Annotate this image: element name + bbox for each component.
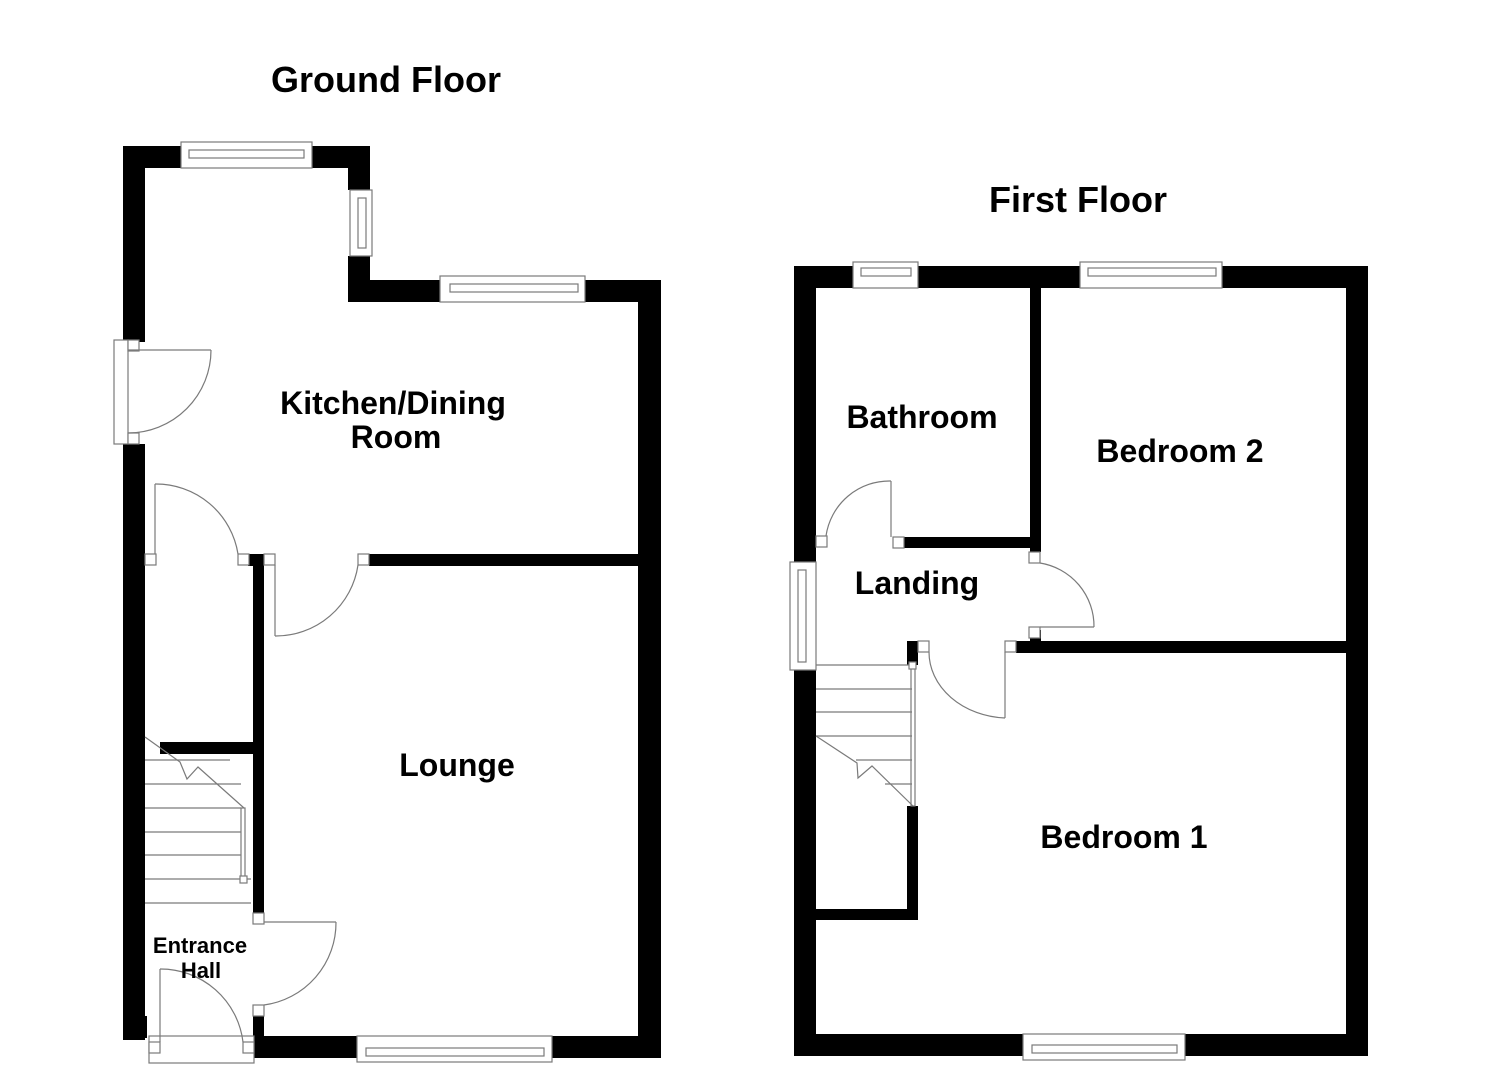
ground-window-top [180, 141, 313, 169]
kitchen-side-door [113, 339, 212, 445]
room-label-lounge: Lounge [399, 747, 515, 783]
bedroom2-door [1028, 551, 1095, 639]
room-label-entrance-hall: Entrance [153, 933, 247, 958]
room-label-kitchen-dining: Kitchen/Dining [280, 385, 506, 421]
front-door [148, 968, 255, 1064]
ground-window-step [349, 189, 373, 257]
lounge-to-kitchen-door [263, 553, 370, 637]
first-staircase [815, 661, 917, 807]
room-label-entrance-hall-line2: Hall [181, 958, 221, 983]
room-label-landing: Landing [855, 565, 979, 601]
hall-to-kitchen-door [144, 483, 250, 566]
first-floor-plan: First Floor [789, 179, 1368, 1061]
room-label-bathroom: Bathroom [846, 399, 997, 435]
bedroom1-door [917, 640, 1017, 719]
ground-window-lounge [356, 1035, 553, 1063]
room-label-bedroom-1: Bedroom 1 [1040, 819, 1207, 855]
ground-floor-plan: Ground Floor [113, 59, 661, 1064]
room-label-kitchen-dining-line2: Room [351, 419, 442, 455]
first-window-bedroom2 [1079, 261, 1223, 289]
first-window-landing [789, 561, 817, 671]
bathroom-door [815, 480, 905, 549]
ground-floor-title: Ground Floor [271, 59, 501, 100]
ground-window-kitchen [439, 275, 586, 303]
ground-internal-walls [160, 554, 639, 1058]
room-label-bedroom-2: Bedroom 2 [1096, 433, 1263, 469]
first-internal-walls [816, 288, 1346, 920]
first-floor-title: First Floor [989, 179, 1167, 220]
ground-staircase [144, 736, 251, 904]
first-window-bathroom [852, 261, 919, 289]
hall-to-lounge-door [252, 912, 337, 1017]
ground-outer-walls [123, 146, 661, 1058]
first-outer-walls [794, 266, 1368, 1056]
first-window-bedroom1 [1022, 1033, 1186, 1061]
